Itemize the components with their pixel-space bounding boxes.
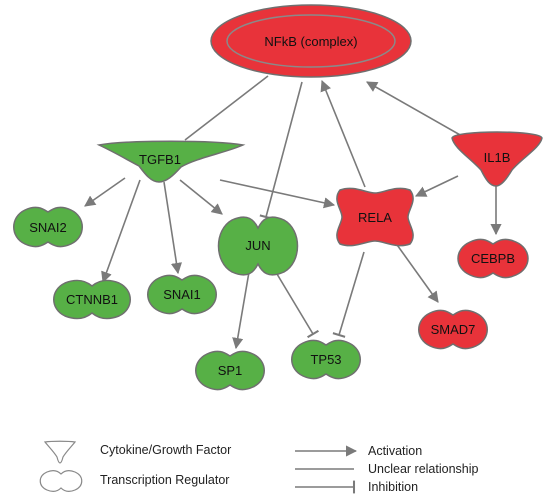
node-cebpb[interactable]: CEBPB [457, 238, 529, 279]
node-ctnnb1-label: CTNNB1 [66, 292, 118, 307]
node-il1b[interactable]: IL1B [451, 131, 543, 187]
node-rela[interactable]: RELA [336, 187, 414, 247]
node-rela-label: RELA [358, 210, 392, 225]
edge-tgfb1-snai1 [163, 181, 183, 275]
edge-nfkb-jun [259, 81, 303, 220]
node-snai1-label: SNAI1 [163, 287, 201, 302]
legend: Cytokine/Growth Factor Transcription Reg… [39, 440, 479, 494]
legend-unclear: Unclear relationship [295, 462, 479, 476]
node-nfkb[interactable]: NFkB (complex) [210, 4, 412, 78]
legend-cytokine-label: Cytokine/Growth Factor [100, 443, 231, 457]
node-tgfb1-label: TGFB1 [139, 152, 181, 167]
legend-transcription-label: Transcription Regulator [100, 473, 229, 487]
edge-jun-sp1 [232, 271, 250, 350]
node-tgfb1[interactable]: TGFB1 [96, 140, 246, 183]
edge-rela-smad7 [394, 241, 439, 303]
node-jun[interactable]: JUN [217, 216, 299, 276]
edge-tgfb1-jun [179, 179, 223, 215]
edge-rela-tp53 [332, 251, 365, 338]
node-nfkb-label: NFkB (complex) [264, 34, 357, 49]
edge-il1b-nfkb [366, 81, 463, 137]
legend-inhibition: Inhibition [295, 480, 418, 494]
legend-cytokine-shape [43, 440, 77, 464]
node-cebpb-label: CEBPB [471, 251, 515, 266]
legend-unclear-label: Unclear relationship [368, 462, 479, 476]
node-tp53-label: TP53 [310, 352, 341, 367]
node-sp1[interactable]: SP1 [195, 350, 265, 391]
legend-transcription: Transcription Regulator [39, 469, 229, 493]
edge-tgfb1-snai2 [84, 177, 126, 207]
edge-tgfb1-ctnnb1 [101, 179, 141, 284]
node-smad7-label: SMAD7 [431, 322, 476, 337]
legend-activation: Activation [295, 444, 422, 458]
edge-rela-nfkb [320, 79, 366, 188]
edge-tgfb1-nfkb [184, 75, 269, 141]
nodes: NFkB (complex) TGFB1 IL1B RELA JUN SNAI2 [13, 4, 543, 391]
node-snai2[interactable]: SNAI2 [13, 206, 83, 248]
edge-tgfb1-rela [219, 179, 336, 209]
edges [84, 75, 502, 350]
legend-activation-label: Activation [368, 444, 422, 458]
legend-cytokine: Cytokine/Growth Factor [43, 440, 231, 464]
node-smad7[interactable]: SMAD7 [418, 309, 488, 350]
legend-inhibition-label: Inhibition [368, 480, 418, 494]
node-jun-label: JUN [245, 238, 270, 253]
node-snai1[interactable]: SNAI1 [147, 274, 217, 315]
edge-jun-tp53 [276, 273, 320, 339]
node-tp53[interactable]: TP53 [291, 339, 361, 380]
node-snai2-label: SNAI2 [29, 220, 67, 235]
node-ctnnb1[interactable]: CTNNB1 [53, 279, 131, 320]
edge-il1b-rela [414, 175, 459, 197]
node-il1b-label: IL1B [484, 150, 511, 165]
node-sp1-label: SP1 [218, 363, 243, 378]
legend-transcription-shape [39, 469, 83, 493]
